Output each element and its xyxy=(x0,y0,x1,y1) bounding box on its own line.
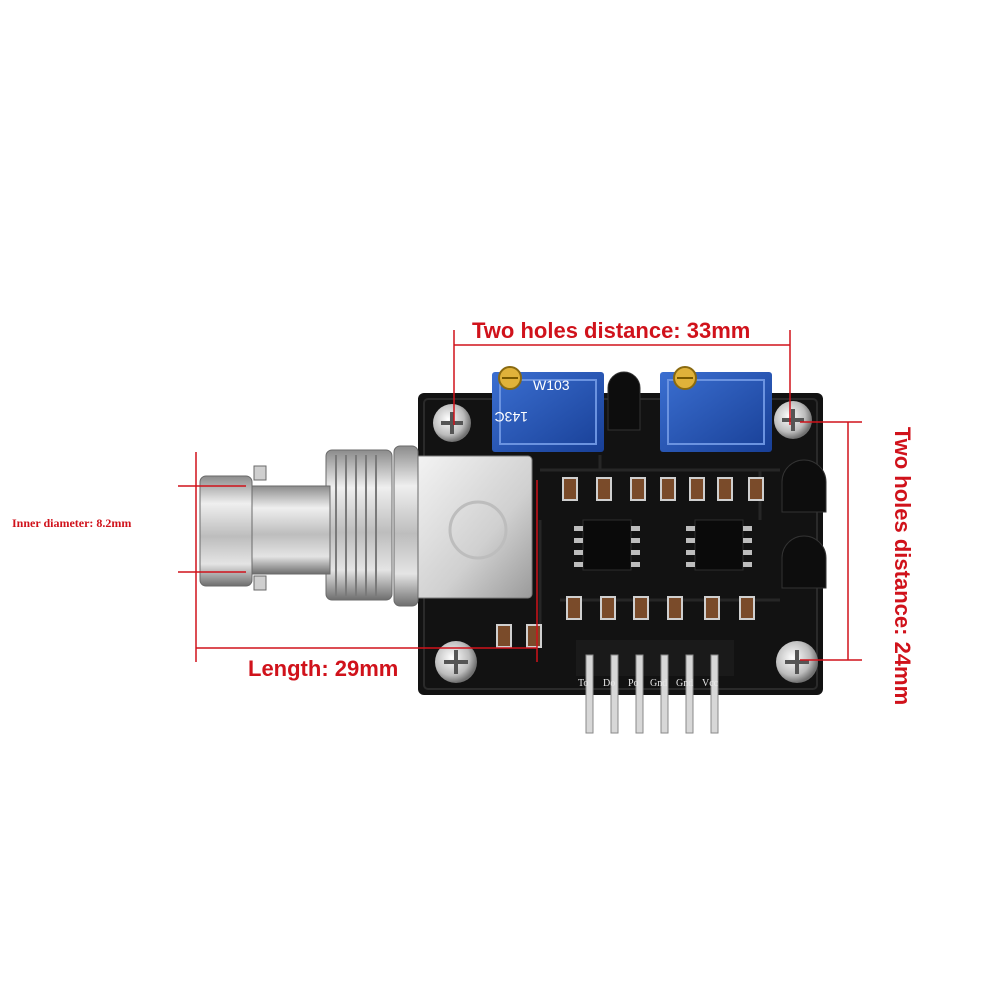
trimmer-potentiometer-left: W103 143C xyxy=(492,366,604,452)
pin-label-vcc: Vcc xyxy=(702,678,719,689)
trimmer-potentiometer-right xyxy=(660,366,772,452)
smd-components xyxy=(496,477,764,648)
mounting-screw-top-right xyxy=(774,401,812,439)
dimension-lines xyxy=(178,330,862,662)
annotation-side-distance: Two holes distance: 24mm xyxy=(890,426,915,706)
pin-label-do: Do xyxy=(603,678,615,689)
mounting-screw-bottom-left xyxy=(435,641,477,683)
annotation-length: Length: 29mm xyxy=(248,656,399,681)
pin-label-gnd-1: Gnd xyxy=(650,678,667,689)
annotation-top-distance: Two holes distance: 33mm xyxy=(472,318,751,343)
transistor-right-2 xyxy=(781,535,827,589)
trimmer-marking-2: 143C xyxy=(495,409,528,425)
ic-chip-left xyxy=(574,519,640,571)
pin-label-gnd-2: Gnd xyxy=(676,678,693,689)
bnc-connector xyxy=(199,445,533,607)
ic-chip-right xyxy=(686,519,752,571)
annotation-inner-diameter: Inner diameter: 8.2mm xyxy=(12,516,132,530)
trimmer-marking-1: W103 xyxy=(533,377,570,393)
pin-label-po: Po xyxy=(628,678,639,689)
mounting-screw-bottom-right xyxy=(776,641,818,683)
pin-header: To Do Po Gnd Gnd Vcc xyxy=(576,640,734,734)
mounting-screw-top-left xyxy=(433,404,471,442)
transistor-top xyxy=(607,371,641,431)
pin-label-to: To xyxy=(578,678,588,689)
transistor-right-1 xyxy=(781,459,827,513)
